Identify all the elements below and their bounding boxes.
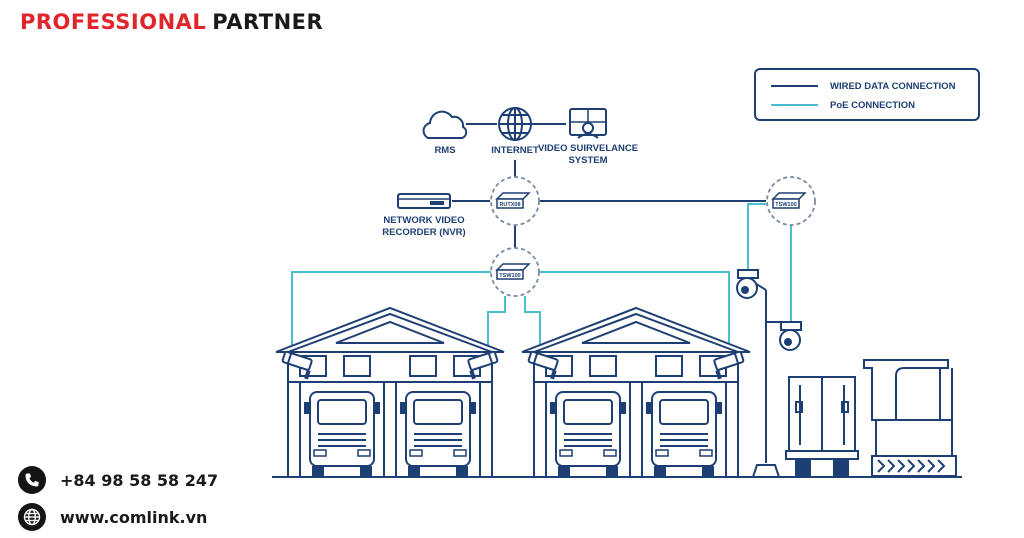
cargo-trailer: [785, 376, 859, 476]
phone-number: +84 98 58 58 247: [60, 470, 219, 490]
checkpoint-gate: [863, 359, 957, 477]
vms-label-line1: VIDEO SUIRVELANCE: [538, 143, 638, 154]
cloud-icon: [422, 110, 468, 139]
brand-word-partner: PARTNER: [212, 10, 324, 34]
nvr-label-line1: NETWORK VIDEO: [383, 215, 464, 226]
truck-4: [645, 391, 723, 477]
switch-center-icon: [490, 247, 540, 297]
legend-poe-label: PoE CONNECTION: [830, 100, 915, 111]
camera-pole: [749, 279, 791, 478]
legend-wired-label: WIRED DATA CONNECTION: [830, 81, 956, 92]
legend: [754, 68, 980, 121]
router-label: RUTX08: [499, 202, 520, 208]
switch-right-icon: [766, 176, 816, 226]
wired-connections: [452, 123, 766, 249]
warehouse-left: [275, 306, 505, 478]
contact-website[interactable]: www.comlink.vn: [18, 503, 207, 531]
nvr-icon: [397, 193, 451, 209]
truck-2: [399, 391, 477, 477]
warehouse-right: [521, 306, 751, 478]
dome-camera-icon: [779, 321, 802, 351]
contact-phone[interactable]: +84 98 58 58 247: [18, 466, 218, 494]
router-icon: [490, 176, 540, 226]
truck-3: [549, 391, 627, 477]
nvr-label-line2: RECORDER (NVR): [382, 227, 465, 238]
vms-label-line2: SYSTEM: [568, 155, 607, 166]
poe-connections: [291, 203, 792, 346]
globe-icon: [498, 107, 532, 141]
website-url: www.comlink.vn: [60, 507, 208, 527]
phone-icon: [18, 466, 46, 494]
dome-camera-icon: [736, 269, 759, 299]
truck-1: [303, 391, 381, 477]
globe-icon: [18, 503, 46, 531]
switch-right-label: TSW100: [775, 202, 796, 208]
switch-center-label: TSW100: [499, 273, 520, 279]
brand-word-professional: PROFESSIONAL: [20, 10, 207, 34]
rms-label: RMS: [434, 145, 455, 156]
internet-label: INTERNET: [491, 145, 539, 156]
surveillance-monitor-icon: [569, 108, 607, 139]
